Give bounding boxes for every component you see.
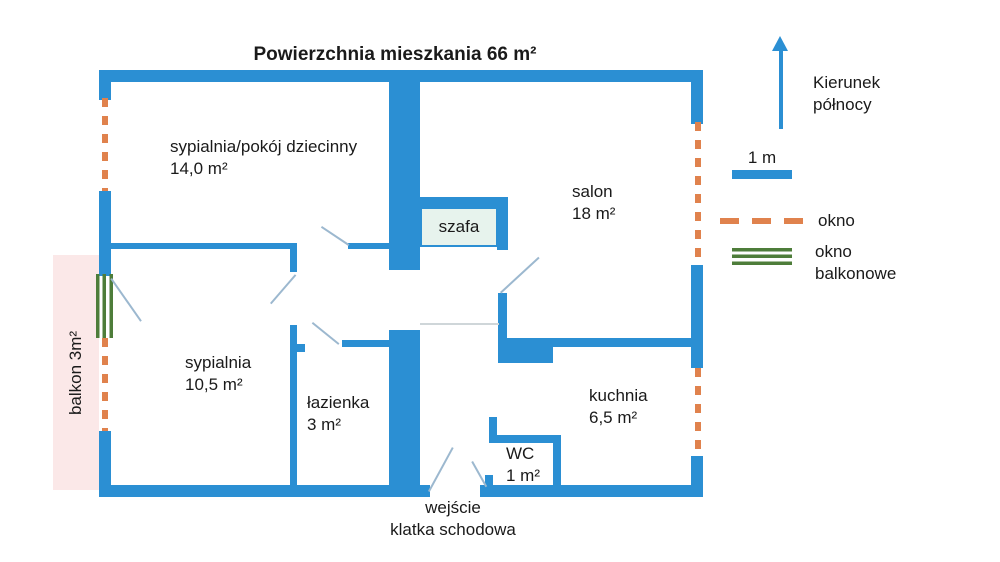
legend-window-label: okno — [818, 211, 855, 230]
door-swing-entrance — [428, 447, 454, 492]
entrance-line1: wejście — [425, 498, 481, 517]
exterior-wall-right-lower — [691, 456, 703, 497]
bedroom-right-wall-upper — [290, 243, 297, 272]
room-name: sypialnia — [185, 353, 252, 372]
north-arrow-icon — [772, 36, 788, 51]
room-name: sypialnia/pokój dziecinny — [170, 137, 358, 156]
room-area: 14,0 m² — [170, 159, 228, 179]
exterior-wall-right-mid — [691, 265, 703, 368]
room-name: WC — [506, 444, 535, 463]
wardrobe-label: szafa — [438, 217, 480, 236]
wc-top-wall — [489, 435, 561, 443]
kitchen-wall-block — [498, 338, 553, 363]
exterior-wall-left-mid — [99, 191, 111, 276]
balcony-label: balkon 3m² — [66, 330, 86, 415]
entrance-line2: klatka schodowa — [390, 520, 516, 540]
wardrobe-top-wall — [420, 197, 508, 208]
room-area: 18 m² — [572, 204, 616, 224]
room-name: salon — [572, 182, 613, 201]
legend-window-sample — [720, 218, 808, 224]
scale-label: 1 m — [747, 148, 777, 167]
balcony-area: balkon 3m² — [53, 255, 99, 490]
legend-balcony-window-label: okno balkonowe — [815, 241, 896, 286]
central-wall-lower — [389, 330, 420, 485]
exterior-wall-right-upper — [691, 70, 703, 124]
legend-balcony-line2: balkonowe — [815, 264, 897, 284]
window-left-lower — [102, 338, 108, 431]
north-line1: Kierunek — [813, 73, 881, 92]
wc-left-stub — [489, 417, 497, 443]
plan-title: Powierzchnia mieszkania 66 m² — [253, 44, 537, 65]
entrance-wall-tick — [485, 475, 493, 487]
room-label-wc: WC 1 m² — [506, 443, 540, 488]
central-wall-upper — [389, 82, 420, 270]
room-area: 1 m² — [506, 466, 540, 486]
bedroom-top-wall — [99, 243, 297, 249]
north-arrow-line — [779, 49, 783, 129]
door-swing-child-room — [320, 226, 350, 246]
room-label-bathroom: łazienka 3 m² — [307, 392, 369, 437]
window-right-upper — [695, 122, 701, 265]
room-label-salon: salon 18 m² — [572, 181, 615, 226]
window-right-lower — [695, 368, 701, 456]
balcony-window — [96, 274, 113, 338]
room-area: 3 m² — [307, 415, 341, 435]
door-swing-balcony — [110, 278, 142, 322]
room-label-bedroom: sypialnia 10,5 m² — [185, 352, 251, 397]
room-label-kitchen: kuchnia 6,5 m² — [589, 385, 648, 430]
north-line2: północy — [813, 95, 872, 115]
legend-balcony-line1: okno — [815, 242, 852, 261]
exterior-wall-top — [99, 70, 703, 82]
bathroom-top-wall — [342, 340, 389, 347]
door-swing-bathroom — [311, 322, 340, 345]
wc-right-wall — [553, 435, 561, 488]
bathroom-wall-tick — [297, 344, 305, 352]
room-name: łazienka — [307, 393, 370, 412]
room-label-bedroom-child: sypialnia/pokój dziecinny 14,0 m² — [170, 136, 357, 181]
room-area: 10,5 m² — [185, 375, 243, 395]
room-area: 6,5 m² — [589, 408, 638, 428]
hall-wall-stub — [348, 243, 390, 249]
hall-kitchen-line — [420, 323, 499, 325]
exterior-wall-bottom-left — [99, 485, 430, 497]
wardrobe-right-wall — [497, 197, 508, 250]
exterior-wall-left-lower — [99, 431, 111, 497]
wardrobe-box: szafa — [420, 207, 498, 247]
door-swing-salon — [500, 256, 540, 294]
exterior-wall-left-upper — [99, 70, 111, 100]
entrance-label: wejście klatka schodowa — [353, 497, 553, 542]
legend-balcony-window-sample — [732, 248, 792, 265]
exterior-wall-bottom-right — [480, 485, 703, 497]
room-name: kuchnia — [589, 386, 648, 405]
window-left-upper — [102, 98, 108, 191]
scale-bar — [732, 170, 792, 179]
door-swing-bedroom — [270, 274, 297, 305]
salon-kitchen-wall — [498, 338, 703, 347]
north-label: Kierunek północy — [813, 72, 880, 117]
salon-door-stub — [498, 293, 507, 339]
bedroom-right-wall-lower — [290, 325, 297, 485]
